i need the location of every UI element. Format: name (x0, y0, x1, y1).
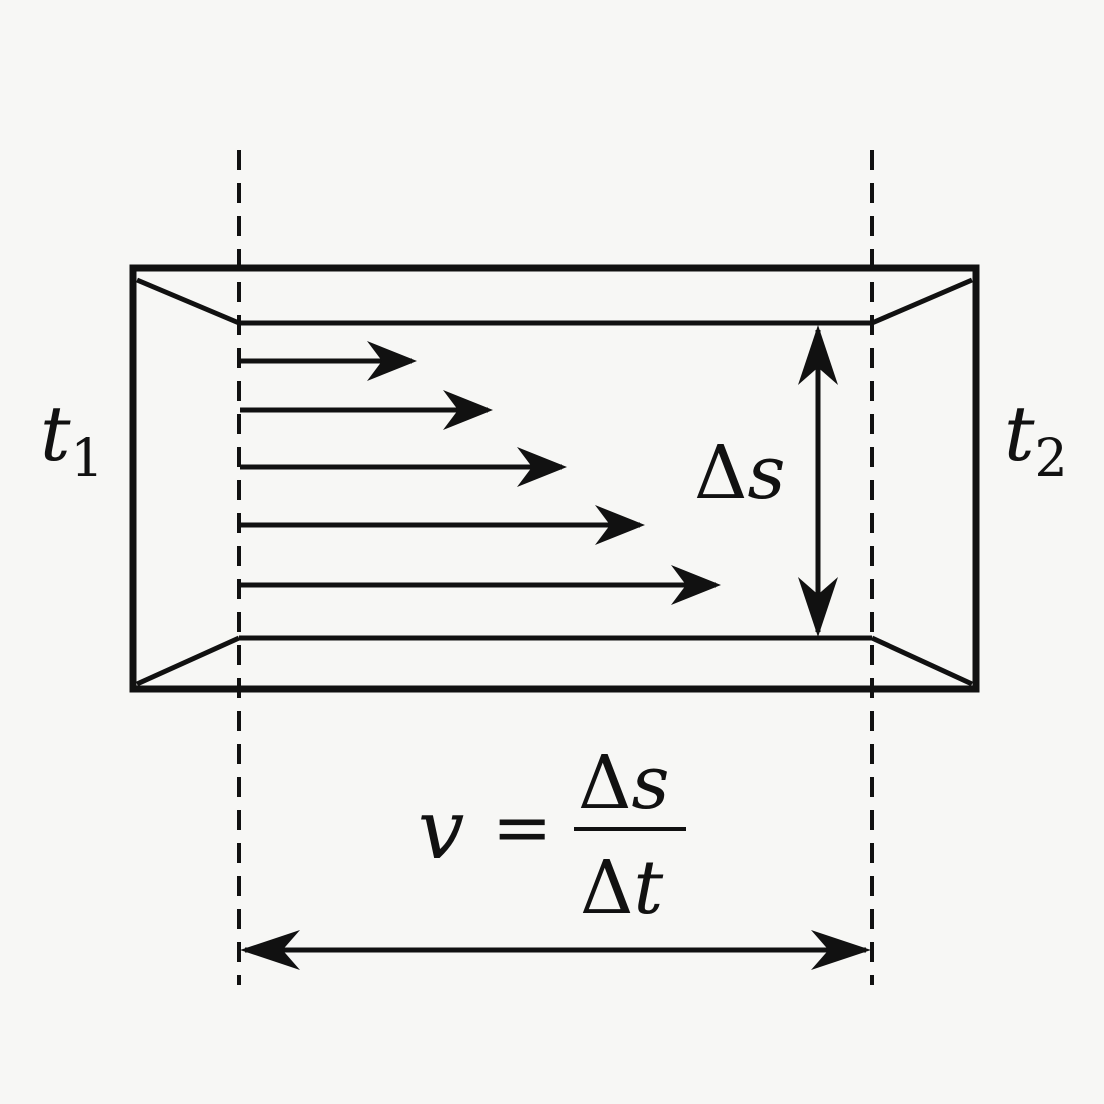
t1-label: t1 (40, 389, 104, 489)
diagonal-top-right (871, 277, 973, 326)
diagonal-bottom-right (870, 635, 974, 687)
delta-s-label: Δs (694, 430, 785, 516)
diagonal-bottom-left (135, 635, 241, 687)
t2-label: t2 (1004, 389, 1068, 489)
diagonal-top-left (136, 277, 240, 326)
velocity-formula: v = Δs Δt (418, 740, 686, 931)
formula-denominator: Δt (580, 845, 663, 931)
formula-numerator: Δs (578, 740, 669, 826)
formula-equals: = (492, 785, 552, 869)
formula-lhs: v (418, 783, 464, 878)
outer-box (129, 264, 980, 693)
